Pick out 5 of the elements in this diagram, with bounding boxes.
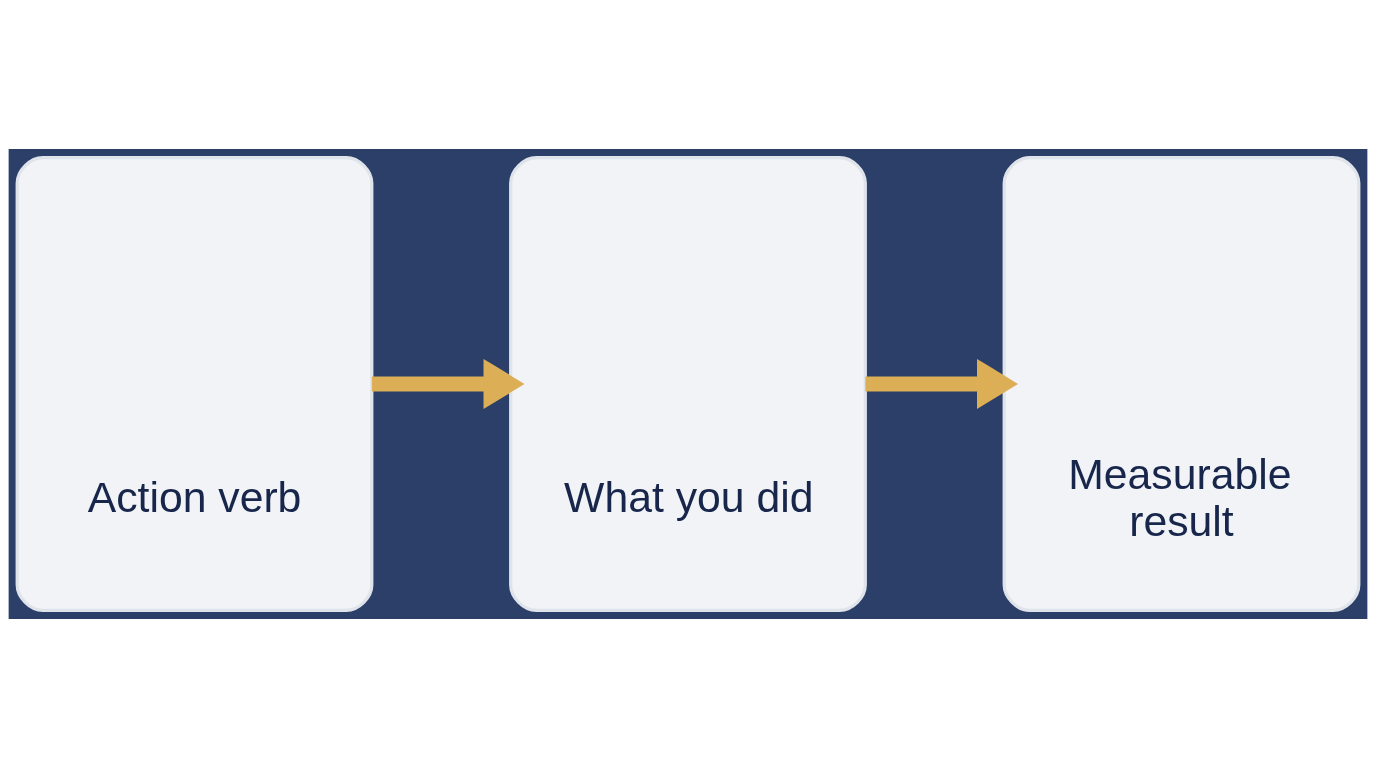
node-box: Action verb <box>15 155 374 613</box>
arrow <box>865 358 1019 410</box>
arrow <box>371 358 525 410</box>
node-box: Measurable result <box>1002 155 1361 613</box>
node-box: What you did <box>509 155 867 613</box>
